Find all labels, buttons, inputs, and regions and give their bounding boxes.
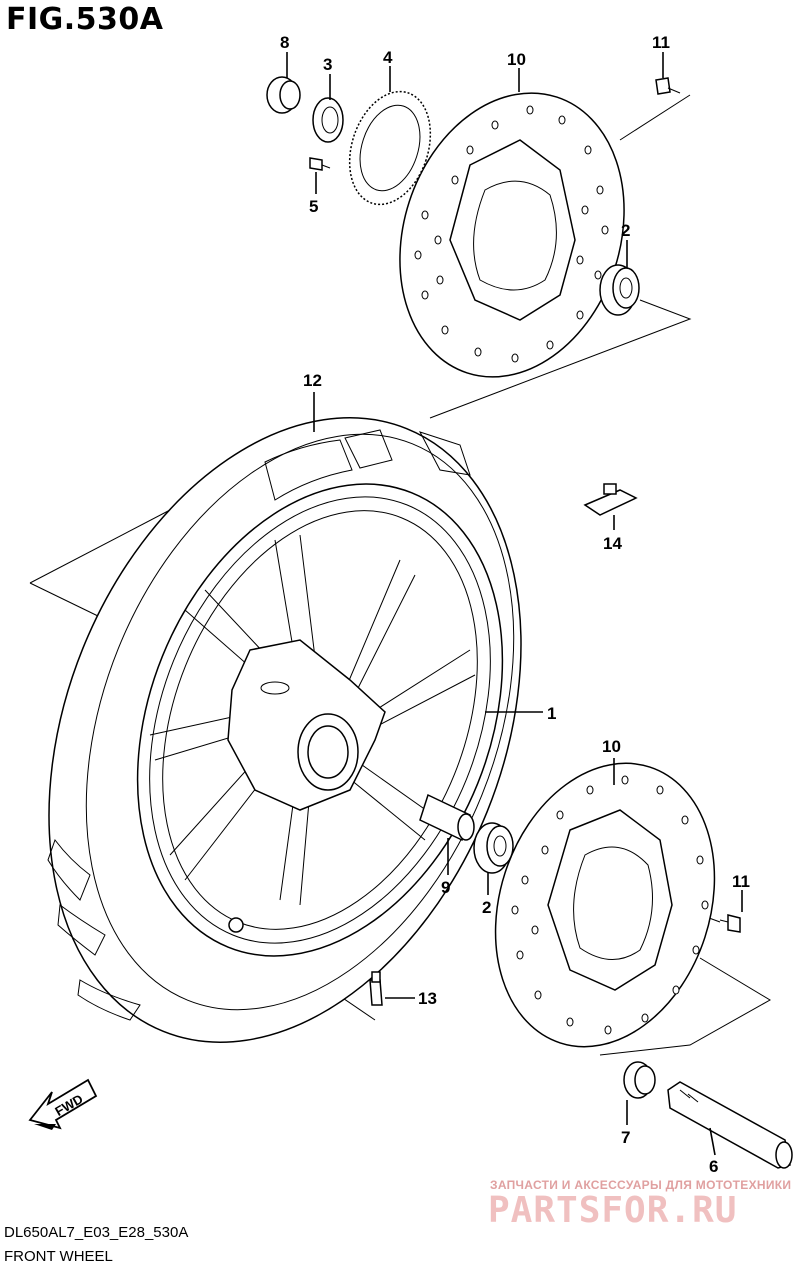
brake-disc-upper [399, 92, 625, 378]
screw-5 [309, 157, 331, 171]
diagram-code: DL650AL7_E03_E28_530A [4, 1224, 189, 1241]
callout-labels: 8 3 4 10 11 5 2 12 14 1 10 11 9 2 13 7 6 [280, 33, 750, 1176]
valve-13 [369, 971, 383, 1006]
callout-14: 14 [603, 534, 622, 553]
watermark-tagline: ЗАПЧАСТИ И АКСЕССУАРЫ ДЛЯ МОТОТЕХНИКИ [490, 1178, 792, 1192]
callout-2-upper: 2 [621, 221, 630, 240]
bearing-2-upper [599, 264, 640, 316]
leader-lines [286, 52, 743, 1156]
callout-12: 12 [303, 371, 322, 390]
callout-10-upper: 10 [507, 50, 526, 69]
collar-7 [623, 1061, 656, 1099]
callout-13: 13 [418, 989, 437, 1008]
callout-6: 6 [709, 1157, 718, 1176]
figure-title: FIG.530A [6, 2, 164, 37]
callout-3: 3 [323, 55, 332, 74]
diagram-caption: FRONT WHEEL [4, 1248, 113, 1265]
bearing-2-lower [473, 822, 514, 874]
screw-11-upper [655, 77, 681, 95]
screw-11-lower [719, 914, 741, 933]
watermark-logo: PARTSFOR.RU [488, 1190, 738, 1231]
wheel-rim [136, 483, 504, 957]
weight-14 [583, 483, 638, 516]
callout-10-lower: 10 [602, 737, 621, 756]
callout-2-lower: 2 [482, 898, 491, 917]
brake-disc-lower [494, 762, 716, 1048]
callout-8: 8 [280, 33, 289, 52]
sensor-ring-4 [348, 90, 432, 206]
callout-7: 7 [621, 1128, 630, 1147]
callout-11-upper: 11 [652, 33, 670, 52]
callout-5: 5 [309, 197, 318, 216]
spacer-9 [419, 793, 475, 842]
axle-6 [667, 1081, 793, 1169]
callout-1: 1 [547, 704, 556, 723]
callout-9: 9 [441, 878, 450, 897]
dust-seal-8 [266, 76, 301, 114]
fwd-arrow-icon: FWD [28, 1078, 98, 1130]
callout-4: 4 [383, 48, 393, 67]
oil-seal-3 [312, 97, 344, 143]
callout-11-lower: 11 [732, 872, 750, 891]
